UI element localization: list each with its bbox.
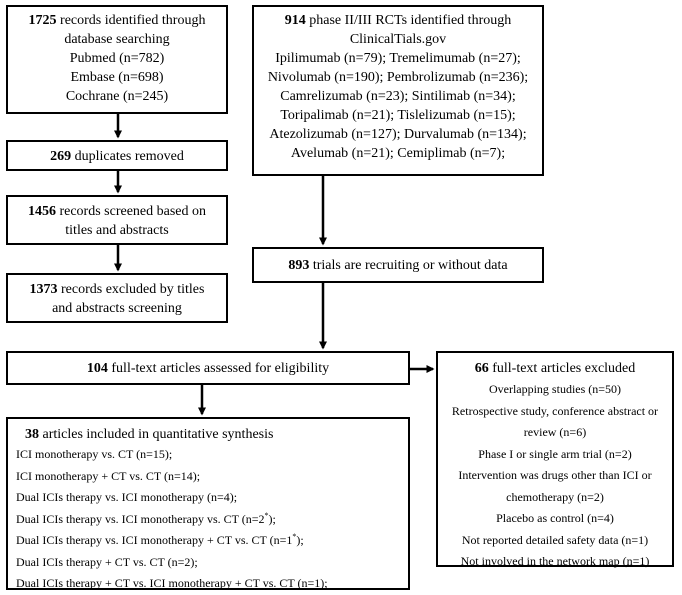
screened-count: 1456 <box>27 204 56 219</box>
duplicates-count: 269 <box>50 149 72 164</box>
exclusion-reason: Intervention was drugs other than ICI or <box>458 468 652 482</box>
fulltext-excluded-box: 66 full-text articles excluded Overlappi… <box>436 351 674 568</box>
assessed-text: full-text articles assessed for eligibil… <box>107 361 330 376</box>
rcts-text: phase II/III RCTs identified through <box>305 13 512 28</box>
excluded-titles-count: 1373 <box>29 282 58 297</box>
drug-line-6: Avelumab (n=21); Cemiplimab (n=7); <box>290 146 506 161</box>
rcts-identified-box: 914 phase II/III RCTs identified through… <box>252 5 544 176</box>
included-count: 38 <box>25 427 39 442</box>
rcts-count: 914 <box>284 13 306 28</box>
records-identified-count: 1725 <box>28 13 57 28</box>
included-item: Dual ICIs therapy vs. ICI monotherapy + … <box>16 532 304 548</box>
included-item: ICI monotherapy vs. CT (n=15); <box>16 447 173 461</box>
records-identified-line2: database searching <box>64 32 170 47</box>
exclusion-reason: review (n=6) <box>523 425 587 439</box>
drug-line-5: Atezolizumab (n=127); Durvalumab (n=134)… <box>269 127 527 142</box>
fulltext-excluded-count: 66 <box>474 361 489 376</box>
assessed-count: 104 <box>86 361 108 376</box>
included-item: Dual ICIs therapy vs. ICI monotherapy vs… <box>16 510 276 526</box>
assessed-eligibility-box: 104 full-text articles assessed for elig… <box>6 351 410 385</box>
records-identified-text: records identified through <box>56 13 206 28</box>
duplicates-text: duplicates removed <box>71 149 184 164</box>
included-text: articles included in quantitative synthe… <box>39 427 274 442</box>
screened-text: records screened based on <box>55 204 207 219</box>
included-item: Dual ICIs therapy + CT vs. ICI monothera… <box>16 576 328 590</box>
exclusion-reason: Retrospective study, conference abstract… <box>451 403 659 418</box>
exclusion-reason: Not involved in the network map (n=1) <box>460 554 650 568</box>
exclusion-reason: Placebo as control (n=4) <box>496 511 614 525</box>
recruiting-count: 893 <box>288 258 310 273</box>
drug-line-2: Nivolumab (n=190); Pembrolizumab (n=236)… <box>267 70 529 85</box>
rcts-line2: ClinicalTials.gov <box>349 32 447 47</box>
included-item: Dual ICIs therapy vs. ICI monotherapy (n… <box>16 490 238 504</box>
duplicates-removed-box: 269 duplicates removed <box>6 140 228 171</box>
drug-line-1: Ipilimumab (n=79); Tremelimumab (n=27); <box>275 51 521 66</box>
exclusion-reason: chemotherapy (n=2) <box>506 489 604 504</box>
records-screened-box: 1456 records screened based on titles an… <box>6 195 228 245</box>
fulltext-excluded-text: full-text articles excluded <box>488 361 636 376</box>
exclusion-reason: Phase I or single arm trial (n=2) <box>478 446 632 461</box>
drug-line-3: Camrelizumab (n=23); Sintilimab (n=34); <box>280 89 516 104</box>
records-identified-box: 1725 records identified through database… <box>6 5 228 114</box>
excluded-titles-line2: and abstracts screening <box>52 301 182 316</box>
recruiting-text: trials are recruiting or without data <box>309 258 508 273</box>
included-item: ICI monotherapy + CT vs. CT (n=14); <box>16 468 201 483</box>
records-excluded-box: 1373 records excluded by titles and abst… <box>6 273 228 323</box>
trials-recruiting-box: 893 trials are recruiting or without dat… <box>252 247 544 283</box>
drug-line-4: Toripalimab (n=21); Tislelizumab (n=15); <box>280 108 516 123</box>
included-item: Dual ICIs therapy + CT vs. CT (n=2); <box>16 554 198 569</box>
source-pubmed: Pubmed (n=782) <box>69 51 165 66</box>
screened-line2: titles and abstracts <box>65 223 169 238</box>
articles-included-box: 38 articles included in quantitative syn… <box>6 417 410 590</box>
source-cochrane: Cochrane (n=245) <box>65 89 169 104</box>
exclusion-reason: Overlapping studies (n=50) <box>488 382 622 396</box>
excluded-titles-text: records excluded by titles <box>57 282 205 297</box>
exclusion-reason: Not reported detailed safety data (n=1) <box>461 532 649 547</box>
source-embase: Embase (n=698) <box>70 70 164 85</box>
